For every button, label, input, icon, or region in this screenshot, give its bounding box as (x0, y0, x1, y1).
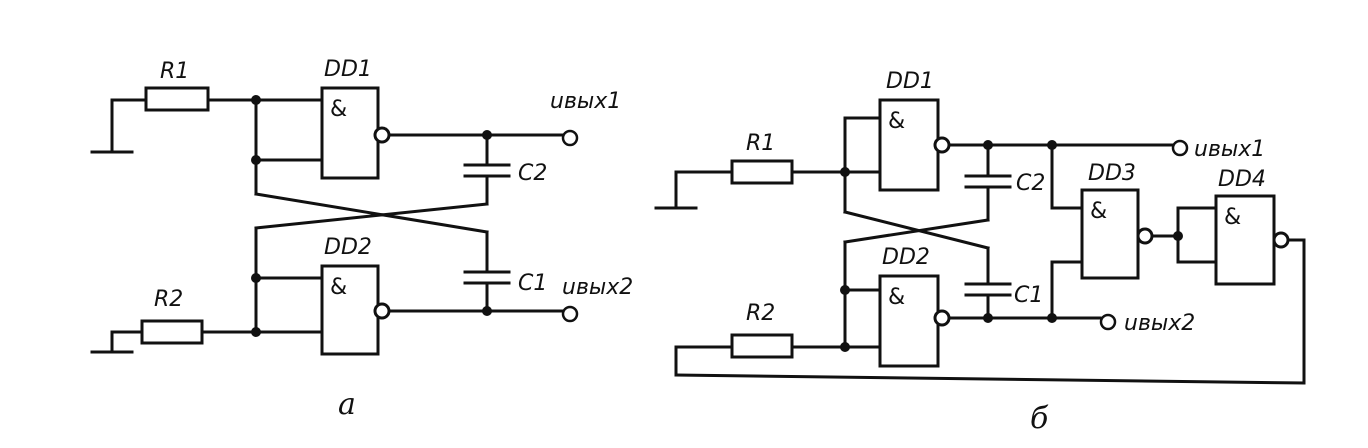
label-out2-a: uвых2 (562, 275, 633, 300)
label-dd2-a: DD2 (324, 235, 372, 260)
gate-dd1-b (878, 98, 940, 192)
caption-a: a (338, 387, 356, 422)
ground-1-a (90, 98, 134, 154)
label-dd3-b: DD3 (1088, 161, 1136, 186)
label-c1-b: C1 (1014, 283, 1043, 308)
label-dd4-b: DD4 (1218, 167, 1266, 192)
gate-dd1-a-symbol: & (330, 97, 347, 122)
gate-dd1-a (320, 86, 380, 180)
gate-dd2-b-symbol: & (888, 285, 905, 310)
inverter-bubble-dd2-a (373, 302, 391, 320)
label-c1-a: C1 (518, 271, 547, 296)
gate-dd2-b (878, 274, 940, 368)
label-dd2-b: DD2 (882, 245, 930, 270)
resistor-r1-b (730, 159, 794, 185)
label-c2-b: C2 (1016, 171, 1045, 196)
gate-dd3-b-symbol: & (1090, 199, 1107, 224)
resistor-r2-b (730, 333, 794, 359)
inverter-bubble-dd1-b (933, 136, 951, 154)
label-r2-b: R2 (746, 301, 775, 326)
ground-2-a (90, 330, 134, 354)
inverter-bubble-dd1-a (373, 126, 391, 144)
label-r1-a: R1 (160, 59, 189, 84)
label-r1-b: R1 (746, 131, 775, 156)
label-out2-b: uвых2 (1124, 311, 1195, 336)
gate-dd4-b-symbol: & (1224, 205, 1241, 230)
label-r2-a: R2 (154, 287, 183, 312)
terminal-out1-b (1171, 139, 1189, 157)
label-out1-b: uвых1 (1194, 137, 1265, 162)
resistor-r2-a (140, 319, 204, 345)
resistor-r1-a (144, 86, 210, 112)
label-dd1-a: DD1 (324, 57, 372, 82)
caption-b: б (1030, 401, 1049, 436)
ground-1-b (654, 170, 698, 210)
gate-dd2-a-symbol: & (330, 275, 347, 300)
diagram-a: R1 & DD1 uвых1 C2 & DD2 (90, 57, 633, 422)
gate-dd2-a (320, 264, 380, 356)
inverter-bubble-dd4-b (1272, 231, 1290, 249)
terminal-out2-a (561, 305, 579, 323)
gate-dd1-b-symbol: & (888, 109, 905, 134)
label-out1-a: uвых1 (550, 89, 621, 114)
gate-dd3-b (1080, 188, 1140, 280)
label-dd1-b: DD1 (886, 69, 934, 94)
diagram-b: R1 & DD1 uвых1 C2 & DD2 (654, 69, 1306, 436)
inverter-bubble-dd3-b (1136, 227, 1154, 245)
terminal-out1-a (561, 129, 579, 147)
inverter-bubble-dd2-b (933, 309, 951, 327)
terminal-out2-b (1099, 313, 1117, 331)
label-c2-a: C2 (518, 161, 547, 186)
